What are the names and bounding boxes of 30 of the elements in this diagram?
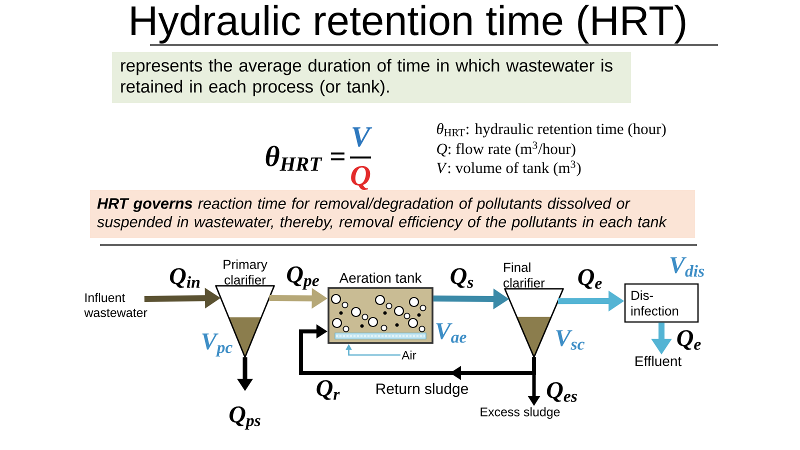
flow-label: Q$_{r}$ (316, 380, 340, 400)
node-label: Final clarifier (504, 262, 545, 288)
text-label: Influent wastewater (84, 292, 148, 318)
volume-label: V$_{ae}$ (436, 323, 466, 343)
volume-label: V$_{pc}$ (202, 334, 232, 357)
node-label: Aeration tank (339, 272, 422, 283)
text-label: Effluent (636, 356, 682, 366)
title: Hydraulic retention time (HRT) (132, 4, 686, 44)
flow-label: Q$_{in}$ (170, 268, 200, 288)
volume-label: V$_{dis}$ (670, 257, 704, 277)
flow-label: Q$_{s}$ (450, 268, 474, 288)
definition-text: θ$_{HRT}$: hydraulic retention time (hour) (436, 123, 666, 138)
flow-label: Q$_{ps}$ (229, 406, 260, 430)
node-label: Primary clarifier (224, 259, 268, 285)
flow-label: Q$_{e}$ (578, 269, 602, 289)
process-box: Dis- infection (624, 283, 699, 323)
definition-box: represents the average duration of time in which wastewater is retained in each process (or tank). (112, 52, 631, 103)
definition-text: Q: flow rate (m$^{3}$/hour) (437, 142, 576, 158)
formula-term: Q (351, 166, 370, 190)
text-label: Return sludge (376, 383, 468, 397)
flow-label: Q$_{pe}$ (287, 266, 319, 290)
formula-term: θ$_{HRT}$ = (266, 146, 344, 171)
note-box: HRT governs reaction time for removal/degradation of pollutants dissolved or suspended in wastewater, thereby, removal efficiency of the pollutants in each tank (90, 190, 695, 238)
aeration-tank: Aeration tank (328, 272, 434, 344)
flow-label: Q$_{e}$ (677, 330, 701, 350)
volume-label: V$_{sc}$ (556, 330, 585, 350)
text-label: Air (402, 350, 416, 360)
text-label: Excess sludge (480, 407, 560, 419)
formula-term: V (352, 127, 372, 147)
flow-label: Q$_{es}$ (546, 382, 577, 402)
